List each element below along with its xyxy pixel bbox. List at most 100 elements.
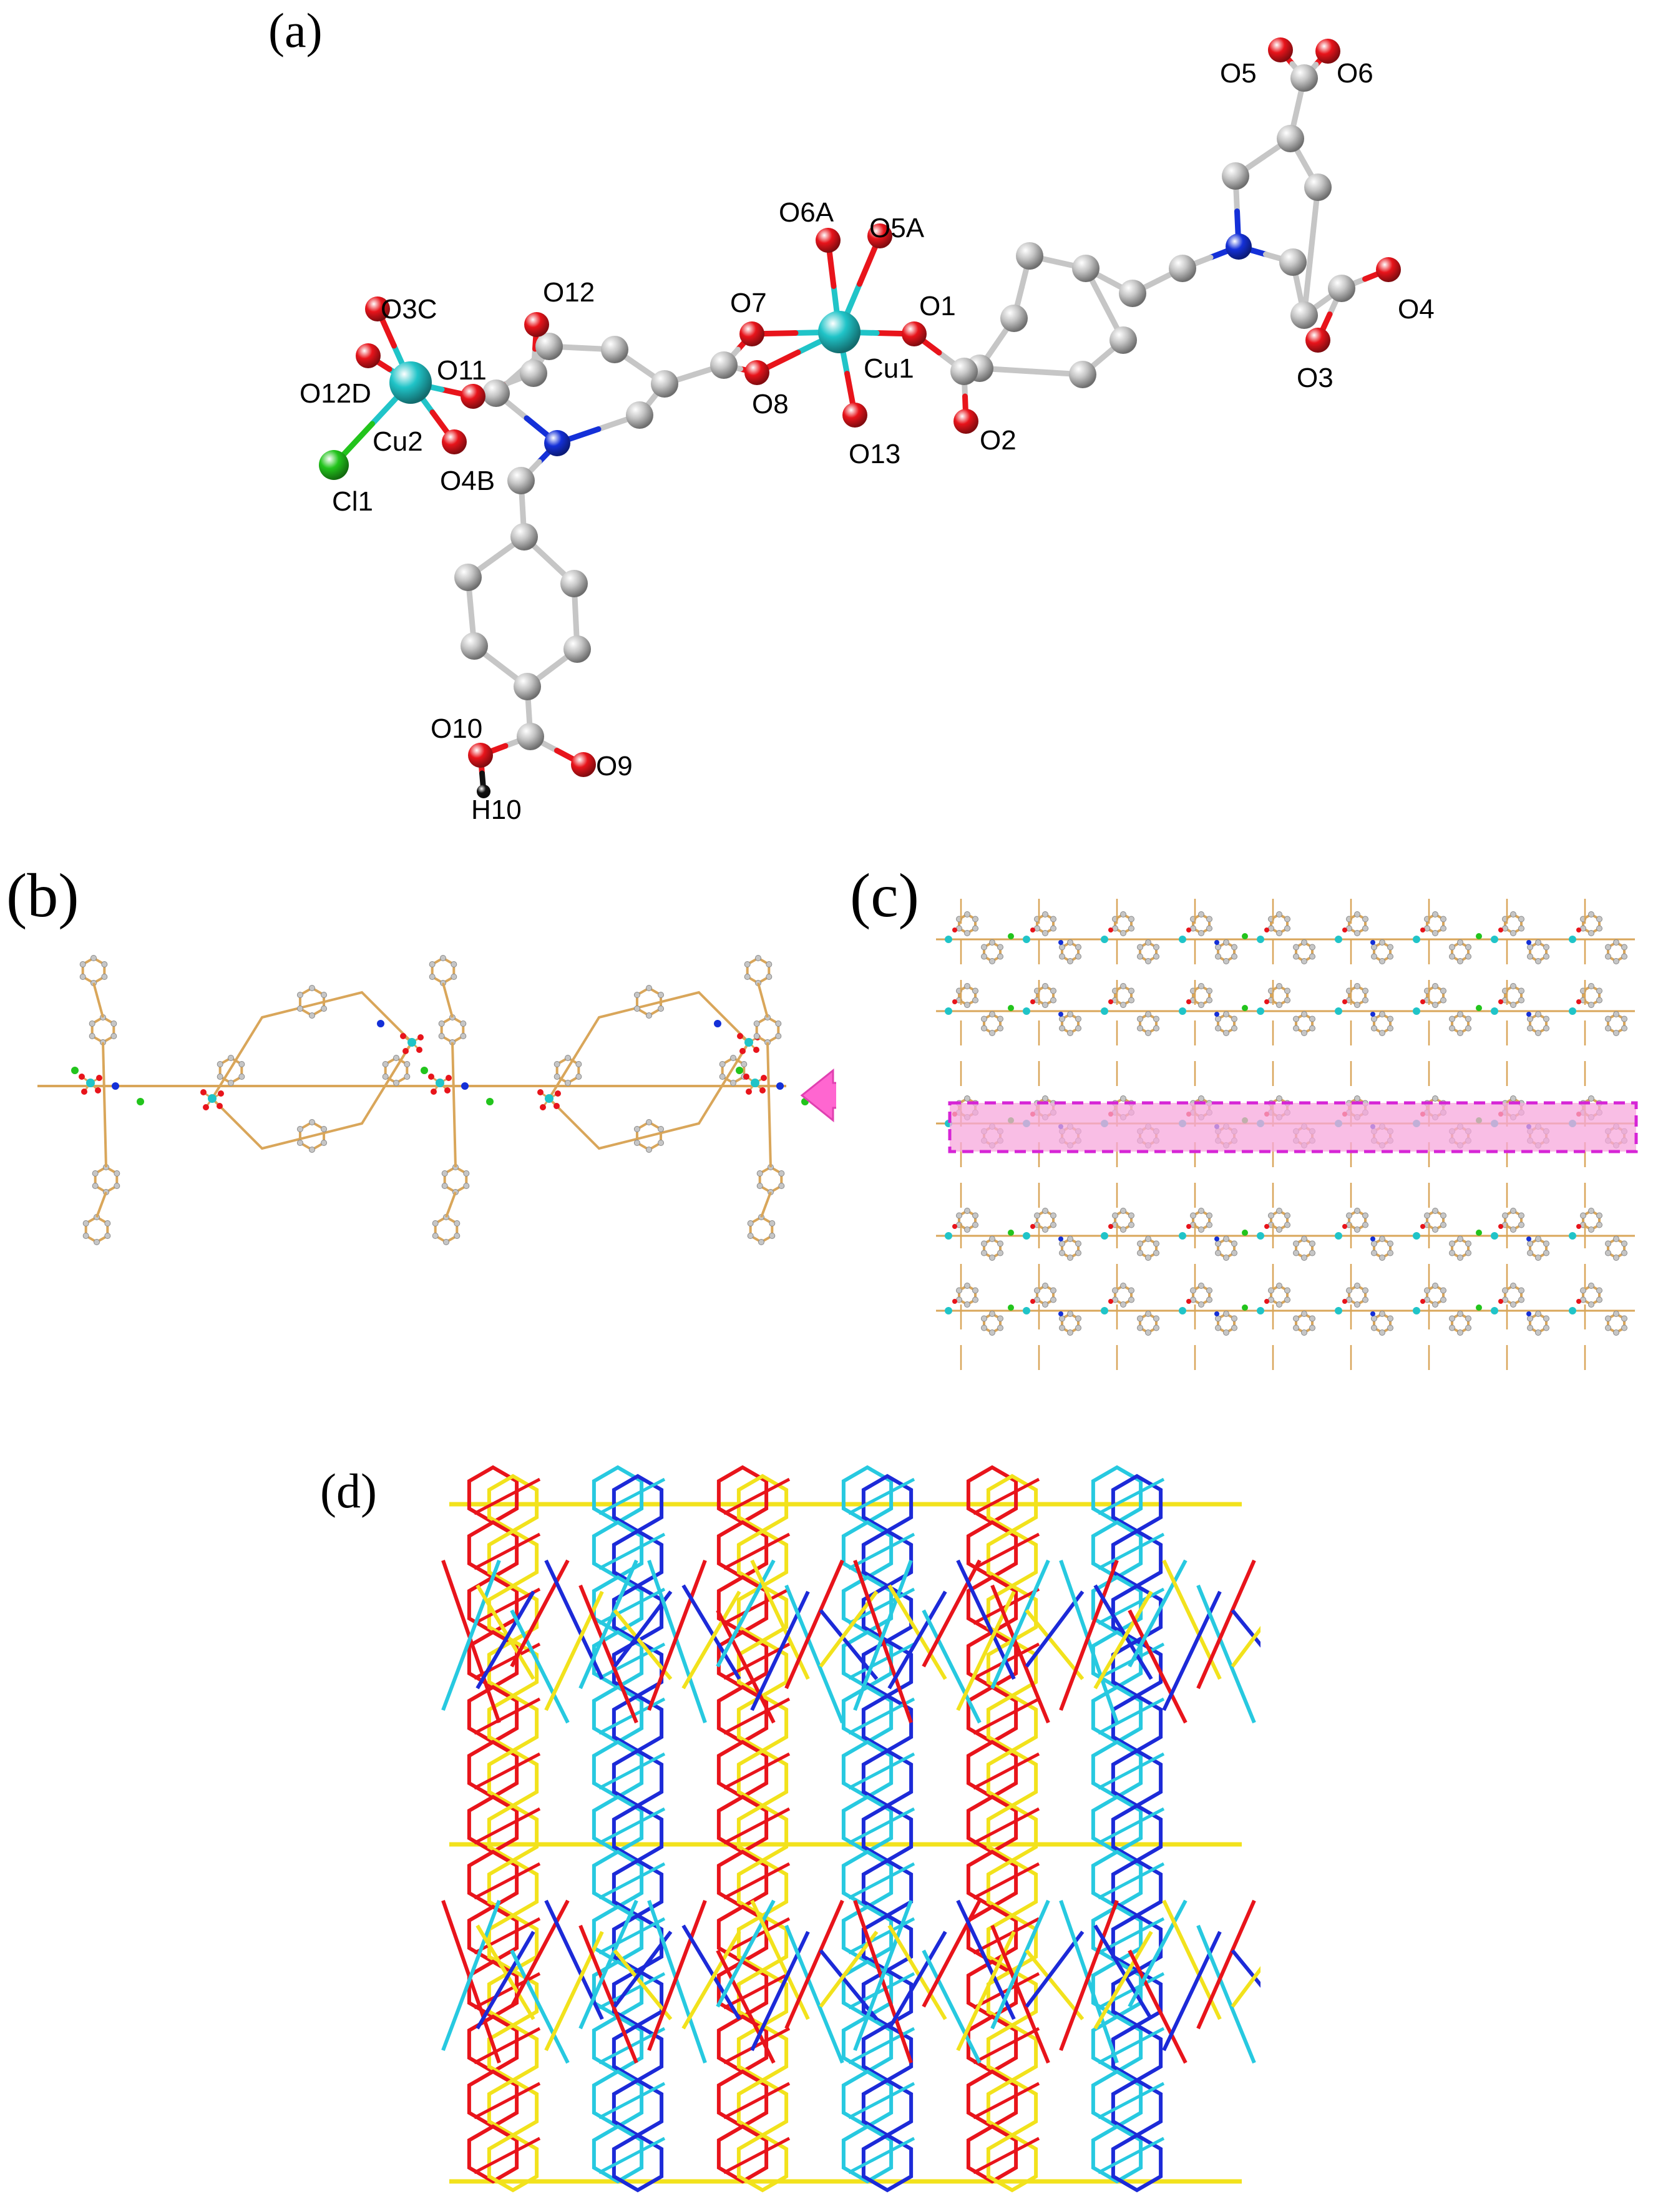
chain-ring-bottom-1-atom-3 xyxy=(633,1126,640,1132)
chain-n-0 xyxy=(377,1020,384,1027)
net-ring-2-12-a xyxy=(716,2124,769,2184)
chain-ring-bottom-0-atom-0 xyxy=(321,1140,328,1146)
layer-ring-b-1-6-atom-1 xyxy=(1457,1030,1463,1036)
chain-ring-bottom-1-atom-5 xyxy=(658,1126,665,1132)
layer-ring-a-3-1-atom-0 xyxy=(1050,1221,1056,1228)
net-cross-rev-0-2 xyxy=(510,1559,570,1668)
layer-ring-a-4-5-atom-4 xyxy=(1354,1283,1360,1289)
chain-cu-left-0-o-2 xyxy=(203,1104,209,1110)
chain-branch-cu-2-o-3 xyxy=(759,1087,766,1094)
layer-ring-a-3-2-atom-4 xyxy=(1120,1208,1126,1214)
layer-n-0-3 xyxy=(1214,940,1219,945)
chain-branch-cl-a-0 xyxy=(71,1067,79,1074)
layer-ring-a-1-6-atom-1 xyxy=(1432,1002,1438,1008)
layer-ring-a-4-6-atom-3 xyxy=(1424,1287,1431,1294)
atom-label-o3: O3 xyxy=(1297,363,1334,393)
layer-ring-b-1-6-atom-2 xyxy=(1449,1025,1456,1032)
chain-ring-right-1-atom-4 xyxy=(730,1055,736,1061)
net-diag-1-3 xyxy=(598,1642,666,1680)
layer-ring-a-3-5-atom-5 xyxy=(1362,1212,1368,1219)
layer-ring-a-0-3-atom-5 xyxy=(1206,916,1212,922)
chain-ring-top-0-atom-4 xyxy=(309,985,315,991)
layer-ring-a-4-1-atom-4 xyxy=(1042,1283,1048,1289)
atom-label-o13: O13 xyxy=(849,439,900,469)
layer-ring-b-4-7-atom-3 xyxy=(1527,1315,1534,1322)
layer-ring-b-0-7-atom-5 xyxy=(1543,944,1549,951)
chain-structure xyxy=(37,955,809,1245)
chain-ring-top-0-atom-3 xyxy=(296,992,303,998)
chain-ring-bottom-1-atom-2 xyxy=(633,1140,640,1146)
layer-ring-b-4-4-atom-5 xyxy=(1309,1315,1315,1322)
layer-ring-b-3-0-atom-1 xyxy=(989,1255,995,1261)
net-cross-1-8 xyxy=(716,1949,776,2064)
layer-ring-a-4-5-atom-5 xyxy=(1362,1287,1368,1294)
layer-ring-b-0-3-atom-4 xyxy=(1223,939,1229,946)
net-cross-rev-0-12 xyxy=(853,1559,913,1711)
chain-ring-right-0-atom-4 xyxy=(393,1055,399,1061)
layer-ring-a-0-2-atom-4 xyxy=(1120,911,1126,918)
net-cross-1-5 xyxy=(613,1949,673,2020)
chain-ring-bottom-1-atom-0 xyxy=(658,1140,665,1146)
layer-ring-b-4-1-atom-5 xyxy=(1075,1315,1081,1322)
layer-cu-3-0 xyxy=(945,1232,952,1240)
chain-branch-ring-a-2-atom-0 xyxy=(766,974,773,980)
net-diag-2-1 xyxy=(723,1532,791,1570)
layer-ring-b-4-3-atom-5 xyxy=(1231,1315,1237,1322)
chain-branch-ring-c-2 xyxy=(758,1165,783,1194)
layer-ring-a-3-7-atom-3 xyxy=(1502,1212,1509,1219)
layer-ring-a-1-1-atom-5 xyxy=(1050,987,1056,994)
chain-ring-top-1-atom-0 xyxy=(658,1006,665,1012)
net-diag-5-4 xyxy=(1097,1697,1165,1735)
chain-branch-cu-2-o-2 xyxy=(746,1089,752,1095)
layer-ring-b-0-5-atom-4 xyxy=(1379,939,1385,946)
net-cross-rev-1-7 xyxy=(681,1931,741,2030)
molecule-atom-labels: O5 O6 O6A O5A O3C O12 O7 O1 O12D O11 Cu1… xyxy=(300,58,1435,825)
layer-n-1-3 xyxy=(1214,1012,1219,1017)
chain-cu-left-0-o-0 xyxy=(200,1089,207,1095)
layer-ring-a-4-2-atom-1 xyxy=(1120,1301,1126,1308)
layer-ring-b-1-2-atom-3 xyxy=(1137,1015,1144,1022)
net-cross-0-7 xyxy=(681,1584,741,1680)
layer-ring-a-4-0-atom-5 xyxy=(972,1287,978,1294)
layer-ring-b-4-4-atom-4 xyxy=(1301,1311,1307,1317)
layer-ring-a-4-2-atom-4 xyxy=(1120,1283,1126,1289)
atom-o13 xyxy=(842,403,867,428)
net-diag-2-10 xyxy=(723,2027,791,2065)
net-diag-1-12 xyxy=(598,2136,666,2175)
chain-branch-ring-b-2-atom-0 xyxy=(775,1033,782,1039)
net-ring-4-12-b xyxy=(986,2133,1038,2193)
net-cross-rev-1-23 xyxy=(1231,1966,1260,2008)
layer-ring-b-4-1-atom-4 xyxy=(1067,1311,1073,1317)
atom-ld5 xyxy=(461,632,488,660)
net-cross-rev-1-20 xyxy=(1128,1899,1187,2008)
layer-ring-b-4-1-atom-1 xyxy=(1067,1329,1073,1336)
layer-ring-a-4-8-atom-1 xyxy=(1588,1301,1594,1308)
layer-ring-b-4-7-atom-1 xyxy=(1535,1329,1541,1336)
layer-ring-b-0-8-atom-4 xyxy=(1613,939,1619,946)
chain-branch-ring-c-0-atom-0 xyxy=(114,1183,120,1189)
atom-label-o5a: O5A xyxy=(869,213,925,243)
layer-ring-b-1-5-atom-3 xyxy=(1371,1015,1378,1022)
atom-label-o12d: O12D xyxy=(300,378,371,409)
layer-n-3-1 xyxy=(1058,1236,1063,1241)
layer-ring-b-4-2-atom-3 xyxy=(1137,1315,1144,1322)
net-cross-1-22 xyxy=(1196,1924,1256,2064)
chain-branch-ring-d-2-atom-0 xyxy=(769,1233,776,1239)
layer-ring-b-3-1-atom-0 xyxy=(1075,1250,1081,1256)
atom-o5a xyxy=(867,223,892,248)
layer-ring-a-1-8-atom-5 xyxy=(1596,987,1602,994)
layer-ring-a-1-6-atom-4 xyxy=(1432,983,1438,989)
layer-ring-b-0-0-atom-0 xyxy=(997,953,1003,960)
net-cross-rev-1-22 xyxy=(1196,1899,1256,2030)
chain-cu-left-0-o-3 xyxy=(217,1103,223,1109)
layer-ring-b-0-5-atom-5 xyxy=(1387,944,1393,951)
layer-ring-b-4-2-atom-0 xyxy=(1153,1324,1159,1331)
layer-cu-0-2 xyxy=(1101,936,1108,943)
chain-branch-ring-d-2-atom-5 xyxy=(769,1220,776,1226)
layer-ring-a-4-6-atom-4 xyxy=(1432,1283,1438,1289)
atom-label-o5: O5 xyxy=(1220,58,1257,89)
chain-cu-right-1-o-3 xyxy=(753,1047,759,1053)
layer-ring-a-1-4-atom-0 xyxy=(1284,997,1290,1004)
chain-cu-right-1 xyxy=(744,1038,753,1047)
layer-cu-3-7 xyxy=(1491,1232,1498,1240)
